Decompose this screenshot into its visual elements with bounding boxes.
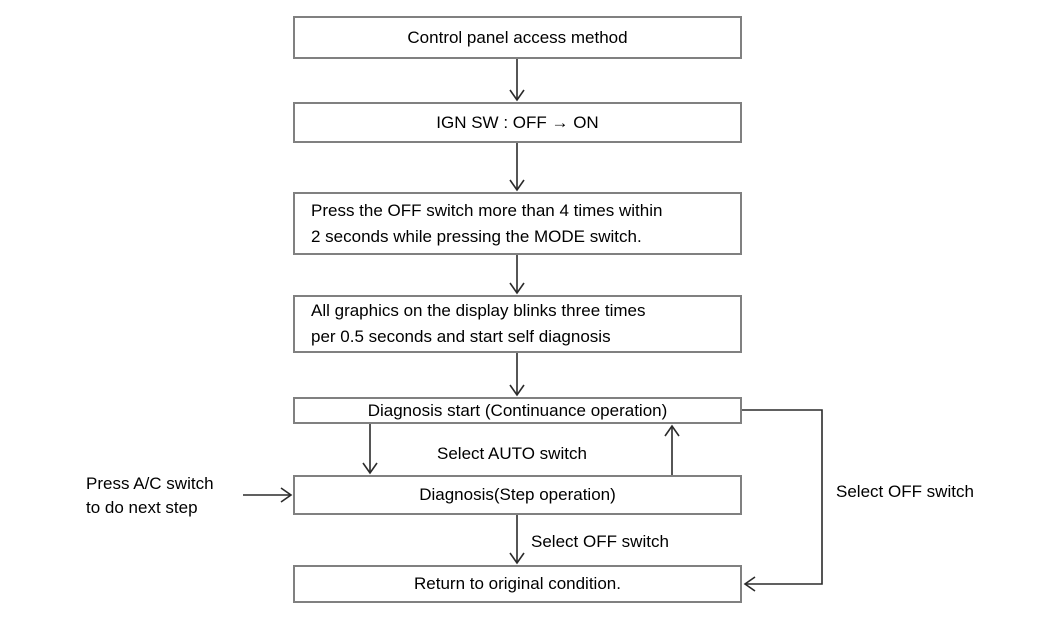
arrowhead-ign-to-press: [509, 179, 525, 192]
node-diagnosis-start[interactable]: Diagnosis start (Continuance operation): [293, 397, 742, 424]
node-control-panel-access-method[interactable]: Control panel access method: [293, 16, 742, 59]
arrowhead-right-loop: [743, 576, 756, 592]
node-label: All graphics on the display blinks three…: [311, 301, 646, 346]
node-all-graphics-blink[interactable]: All graphics on the display blinks three…: [293, 295, 742, 353]
node-label: Return to original condition.: [414, 574, 621, 593]
node-return-original-condition[interactable]: Return to original condition.: [293, 565, 742, 603]
node-label: IGN SW : OFF → ON: [436, 112, 599, 132]
node-label: Press the OFF switch more than 4 times w…: [311, 200, 663, 246]
edge-label-select-off-switch-center: Select OFF switch: [531, 532, 669, 551]
annotation-press-ac-switch: Press A/C switch to do next step: [86, 474, 214, 517]
arrowhead-ac-switch-note: [280, 487, 293, 503]
connector-right-loop: [742, 409, 823, 585]
edge-label-select-off-switch-right: Select OFF switch: [836, 482, 974, 501]
arrowhead-diagstart-to-diagstep: [362, 462, 378, 475]
node-label: Diagnosis start (Continuance operation): [367, 400, 668, 420]
node-label: Control panel access method: [407, 27, 628, 47]
arrowhead-graphics-to-diagstart: [509, 384, 525, 397]
node-diagnosis-step[interactable]: Diagnosis(Step operation): [293, 475, 742, 515]
node-label: Diagnosis(Step operation): [419, 485, 616, 504]
edge-label-select-auto-switch: Select AUTO switch: [437, 444, 587, 463]
node-ign-sw[interactable]: IGN SW : OFF → ON: [293, 102, 742, 143]
arrowhead-diagstep-to-return: [509, 552, 525, 565]
arrowhead-diagstep-to-diagstart: [664, 424, 680, 437]
arrowhead-access-to-ign: [509, 89, 525, 102]
arrowhead-press-to-graphics: [509, 282, 525, 295]
node-press-off-switch[interactable]: Press the OFF switch more than 4 times w…: [293, 192, 742, 255]
